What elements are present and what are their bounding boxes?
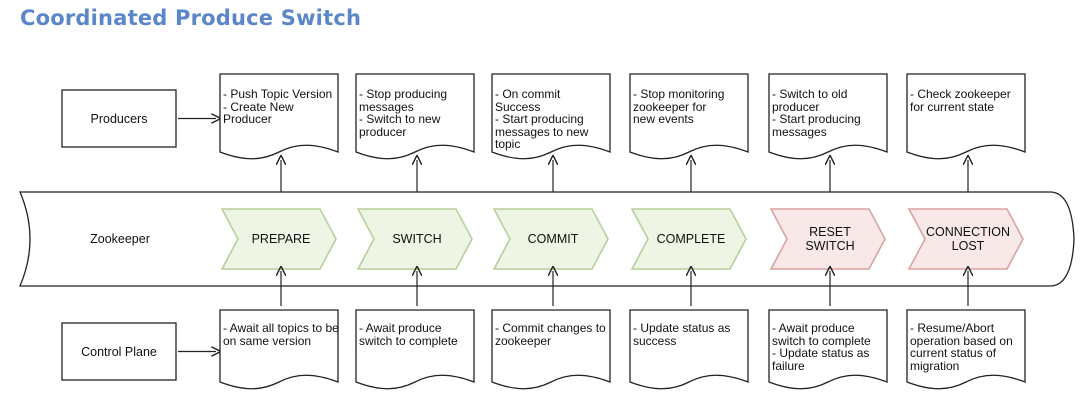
- phase-label: SWITCH: [392, 232, 442, 246]
- control-plane-label: Control Plane: [81, 344, 157, 359]
- producer-note-shape: [629, 73, 749, 160]
- page-title: Coordinated Produce Switch: [20, 6, 362, 30]
- control-note-text: - Update status as success: [633, 321, 731, 348]
- phase-label: PREPARE: [251, 232, 311, 246]
- producer-note-shape: [768, 73, 888, 160]
- control-note-shape: [355, 309, 475, 390]
- phase-chevron: [492, 208, 609, 270]
- producer-note-shape: [491, 73, 611, 160]
- phase-label: COMPLETE: [656, 232, 726, 246]
- phase-chevron: [769, 208, 886, 270]
- producer-note-text: - On commit Success - Start producing me…: [495, 87, 589, 151]
- producer-note-shape: [219, 73, 339, 160]
- phase-label: CONNECTION LOST: [925, 225, 1011, 253]
- producer-note-shape: [355, 73, 475, 160]
- producers-box: [61, 89, 177, 148]
- producer-note-text: - Push Topic Version - Create New Produc…: [223, 87, 333, 126]
- producers-label: Producers: [90, 111, 148, 126]
- control-plane-box: [61, 322, 177, 381]
- phase-chevron: [630, 208, 747, 270]
- control-note-text: - Await produce switch to complete: [359, 321, 458, 348]
- producer-note-text: - Check zookeeper for current state: [910, 87, 1011, 114]
- producer-note-text: - Stop monitoring zookeeper for new even…: [633, 87, 725, 126]
- producer-note-text: - Switch to old producer - Start produci…: [772, 87, 861, 139]
- control-note-text: - Await all topics to be on same version: [223, 321, 339, 348]
- control-note-shape: [906, 309, 1026, 390]
- phase-chevron: [907, 208, 1024, 270]
- control-note-shape: [219, 309, 339, 390]
- control-note-text: - Resume/Abort operation based on curren…: [910, 321, 1013, 373]
- phase-chevron: [220, 208, 337, 270]
- zookeeper-label: Zookeeper: [90, 232, 150, 246]
- control-note-shape: [768, 309, 888, 390]
- phase-label: COMMIT: [527, 232, 579, 246]
- phase-label: RESET SWITCH: [805, 225, 855, 253]
- control-note-text: - Commit changes to zookeeper: [495, 321, 606, 348]
- producer-note-text: - Stop producing messages - Switch to ne…: [359, 87, 448, 139]
- producer-note-shape: [906, 73, 1026, 160]
- control-note-shape: [491, 309, 611, 390]
- phase-chevron: [356, 208, 473, 270]
- control-note-text: - Await produce switch to complete - Upd…: [772, 321, 871, 373]
- control-note-shape: [629, 309, 749, 390]
